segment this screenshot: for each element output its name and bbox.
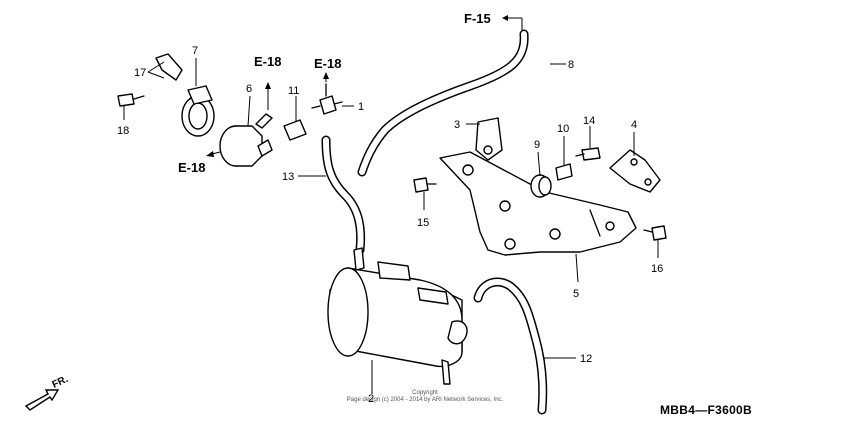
callout-9: 9 [534, 139, 540, 151]
callout-2: 2 [368, 393, 374, 405]
diagram-code: MBB4—F3600B [660, 403, 752, 417]
callout-13: 13 [282, 171, 294, 183]
reference-labels: F-15 E-18 E-18 E-18 [178, 11, 491, 175]
callout-15: 15 [417, 217, 429, 229]
part-11-tube[interactable] [283, 119, 307, 141]
callout-18: 18 [117, 125, 129, 137]
callout-4: 4 [631, 119, 637, 131]
ref-f15[interactable]: F-15 [464, 11, 491, 26]
callout-5: 5 [573, 288, 579, 300]
callout-3: 3 [454, 119, 460, 131]
front-arrow-icon [24, 389, 60, 411]
part-4-stay[interactable] [609, 149, 661, 193]
part-15-bolt[interactable] [413, 177, 437, 193]
callout-17: 17 [134, 67, 146, 79]
part-5-bracket[interactable] [439, 151, 637, 256]
part-2-canister[interactable] [327, 247, 468, 385]
front-direction-indicator: FR. [24, 374, 70, 411]
part-14-bolt[interactable] [575, 147, 601, 161]
part-13-hose[interactable] [321, 135, 366, 255]
leader-lines [123, 15, 659, 394]
part-7-clamp[interactable] [181, 85, 215, 137]
front-label: FR. [51, 374, 70, 391]
callout-7: 7 [192, 45, 198, 57]
part-17-plate[interactable] [155, 53, 183, 81]
ref-e18-valve-side[interactable]: E-18 [178, 160, 205, 175]
callout-14: 14 [583, 115, 595, 127]
part-3-bracket[interactable] [475, 117, 503, 161]
ref-e18-valve-top[interactable]: E-18 [254, 54, 281, 69]
copyright-notice: Copyright Page design (c) 2004 - 2014 by… [347, 390, 504, 403]
part-8-hose[interactable] [357, 29, 529, 177]
part-1-joint[interactable] [311, 83, 343, 115]
part-12-hose[interactable] [473, 277, 548, 415]
part-6-valve[interactable] [219, 113, 273, 167]
callout-12: 12 [580, 353, 592, 365]
callout-16: 16 [651, 263, 663, 275]
part-9-grommet[interactable] [530, 174, 552, 198]
ref-e18-joint[interactable]: E-18 [314, 56, 341, 71]
part-10-collar[interactable] [555, 163, 573, 181]
copyright-line-1: Copyright [412, 390, 438, 396]
callout-11: 11 [288, 85, 299, 97]
callout-8: 8 [568, 59, 574, 71]
callout-1: 1 [358, 101, 364, 113]
callout-10: 10 [557, 123, 569, 135]
copyright-line-2: Page design (c) 2004 - 2014 by ARI Netwo… [347, 397, 504, 403]
part-16-bolt[interactable] [643, 225, 667, 241]
callout-numbers: 1 2 3 4 5 6 7 8 9 10 11 12 13 14 15 16 1… [117, 45, 663, 405]
part-18-screw[interactable] [117, 93, 145, 107]
callout-6: 6 [246, 83, 252, 95]
